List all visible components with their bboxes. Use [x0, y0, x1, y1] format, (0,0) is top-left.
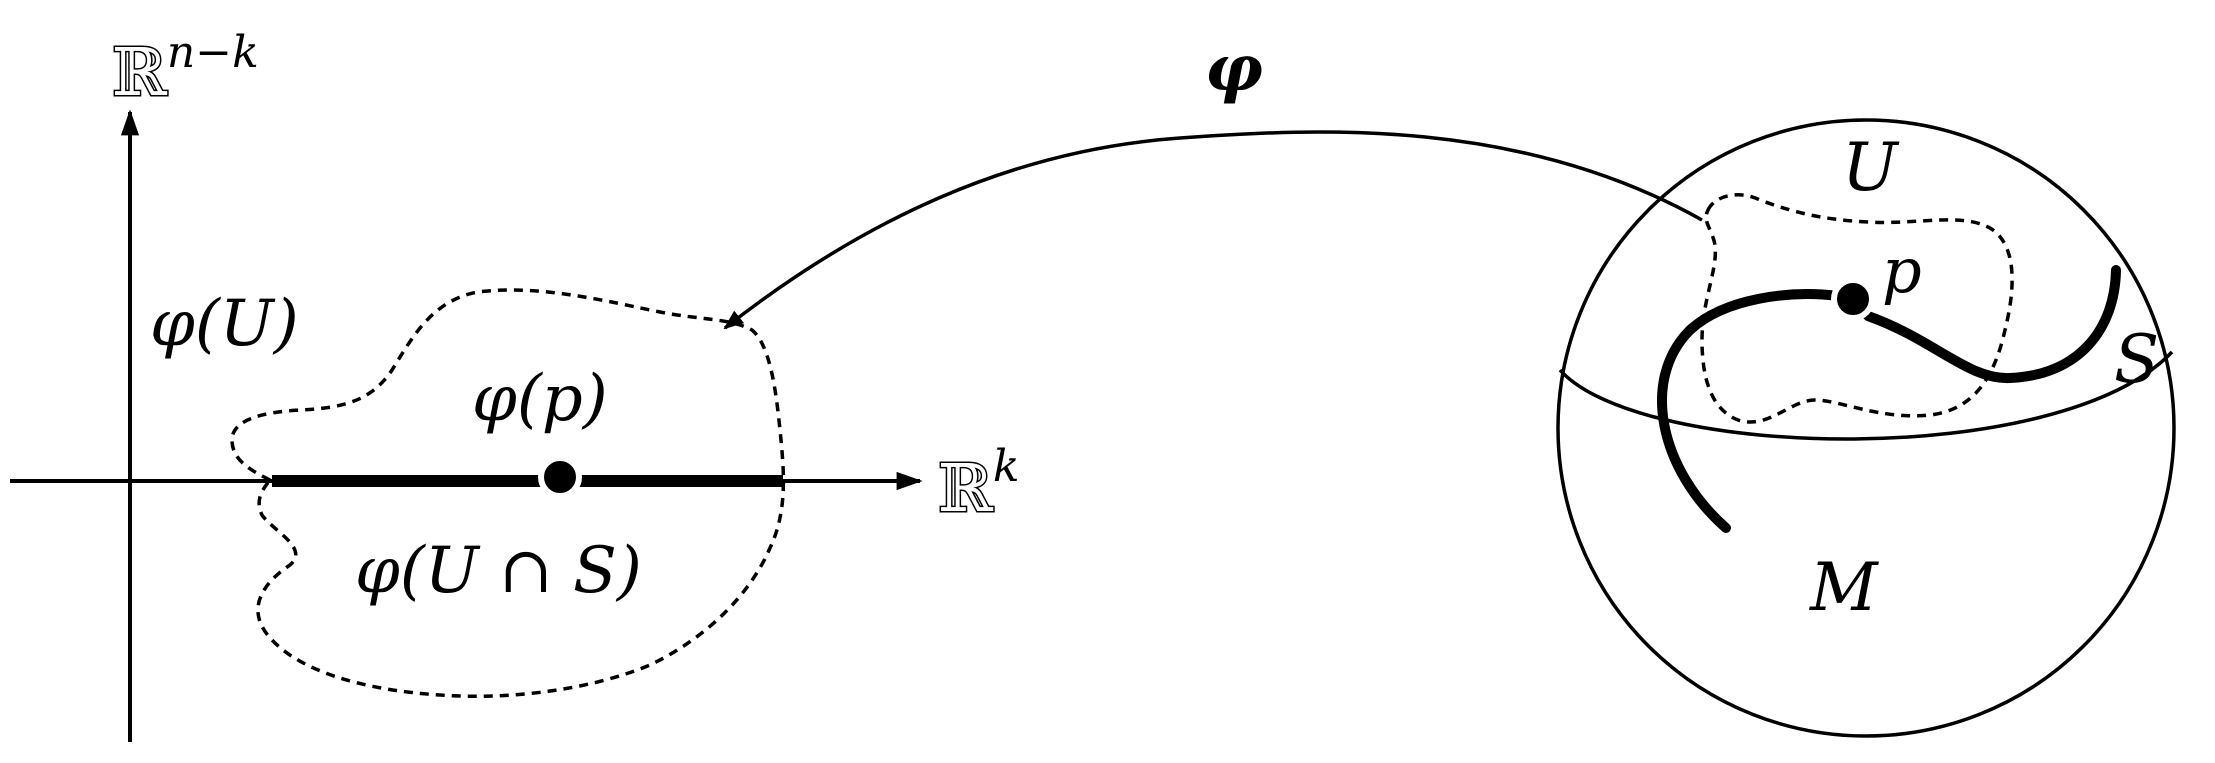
open-set-U-label: U — [1842, 129, 1900, 206]
point-p-label: p — [1882, 234, 1922, 307]
horizontal-axis-label: ℝk — [938, 441, 1020, 527]
vertical-axis-label: ℝn−k — [112, 27, 259, 111]
chart-map-label: φ — [1205, 31, 1263, 106]
chart-map-arrow — [723, 130, 1703, 330]
coordinate-axes — [10, 109, 923, 742]
image-point-phi-p — [538, 455, 582, 499]
submanifold-S-label: S — [2114, 321, 2159, 398]
open-set-U-region — [1700, 193, 2014, 424]
point-p — [1831, 277, 1875, 321]
image-of-intersection-label: φ(U ∩ S) — [355, 534, 642, 608]
submanifold-curve-left — [1657, 289, 1843, 533]
image-of-U-label: φ(U) — [150, 287, 299, 361]
submanifold-curve-right — [1863, 265, 2121, 384]
manifold-sphere — [1556, 118, 2176, 738]
image-of-p-label: φ(p) — [472, 362, 608, 436]
image-of-U-region — [230, 288, 786, 698]
sphere-outline — [1556, 118, 2176, 738]
sphere-equator — [1558, 350, 2174, 441]
manifold-M-label: M — [1809, 549, 1879, 626]
